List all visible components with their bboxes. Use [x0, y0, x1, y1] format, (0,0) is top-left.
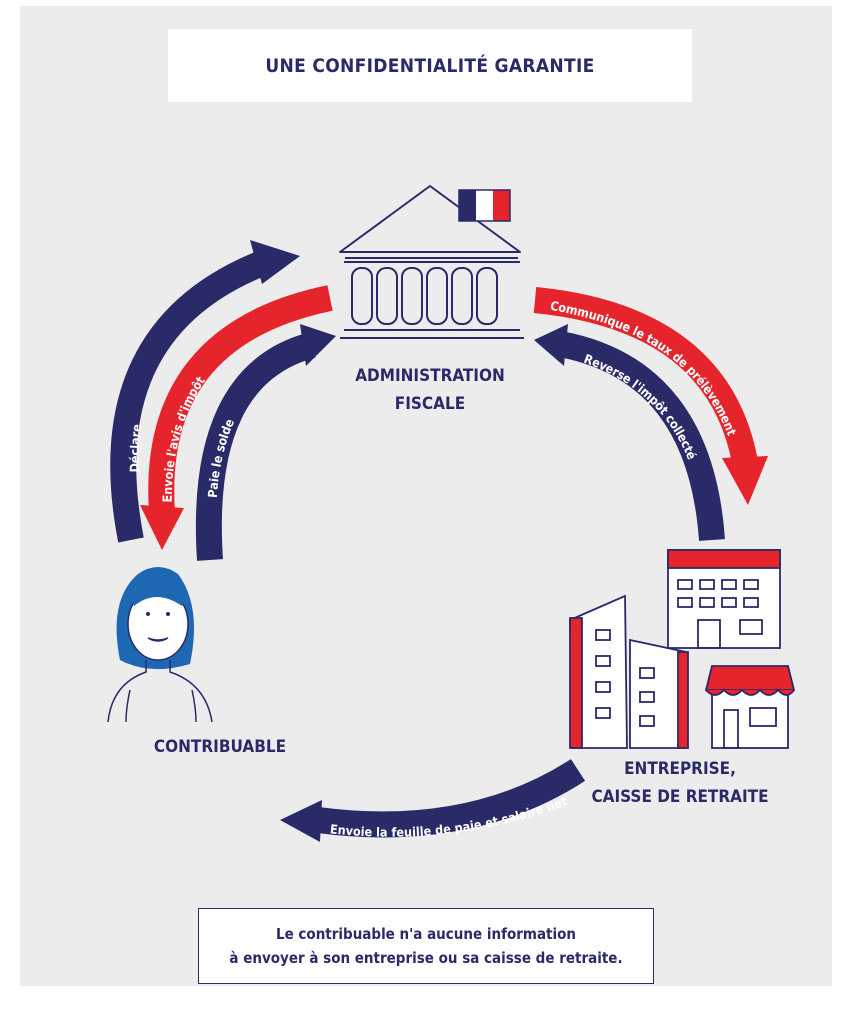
title-banner: UNE CONFIDENTIALITÉ GARANTIE	[168, 29, 692, 102]
shop-icon	[704, 665, 796, 749]
office-buildings-icon	[569, 549, 781, 749]
arrow-declare-label: Déclare	[127, 423, 145, 473]
person-icon	[107, 567, 213, 723]
page-title: UNE CONFIDENTIALITÉ GARANTIE	[265, 54, 595, 77]
contribuable-label: CONTRIBUABLE	[154, 737, 286, 757]
note-box: Le contribuable n'a aucune information à…	[198, 908, 654, 984]
french-flag-icon	[458, 189, 511, 222]
administration-label-line2: FISCALE	[395, 394, 465, 414]
entreprise-label-line1: ENTREPRISE,	[624, 759, 736, 779]
arrow-feuille: Envoie la feuille de paie et salaire net	[280, 759, 586, 842]
arrow-declare: Déclare	[110, 240, 300, 543]
administration-label-line1: ADMINISTRATION	[355, 366, 505, 386]
note-line-2: à envoyer à son entreprise ou sa caisse …	[229, 949, 623, 967]
government-building-icon	[339, 185, 524, 339]
note-line-1: Le contribuable n'a aucune information	[275, 925, 577, 943]
entreprise-label-line2: CAISSE DE RETRAITE	[591, 787, 768, 807]
